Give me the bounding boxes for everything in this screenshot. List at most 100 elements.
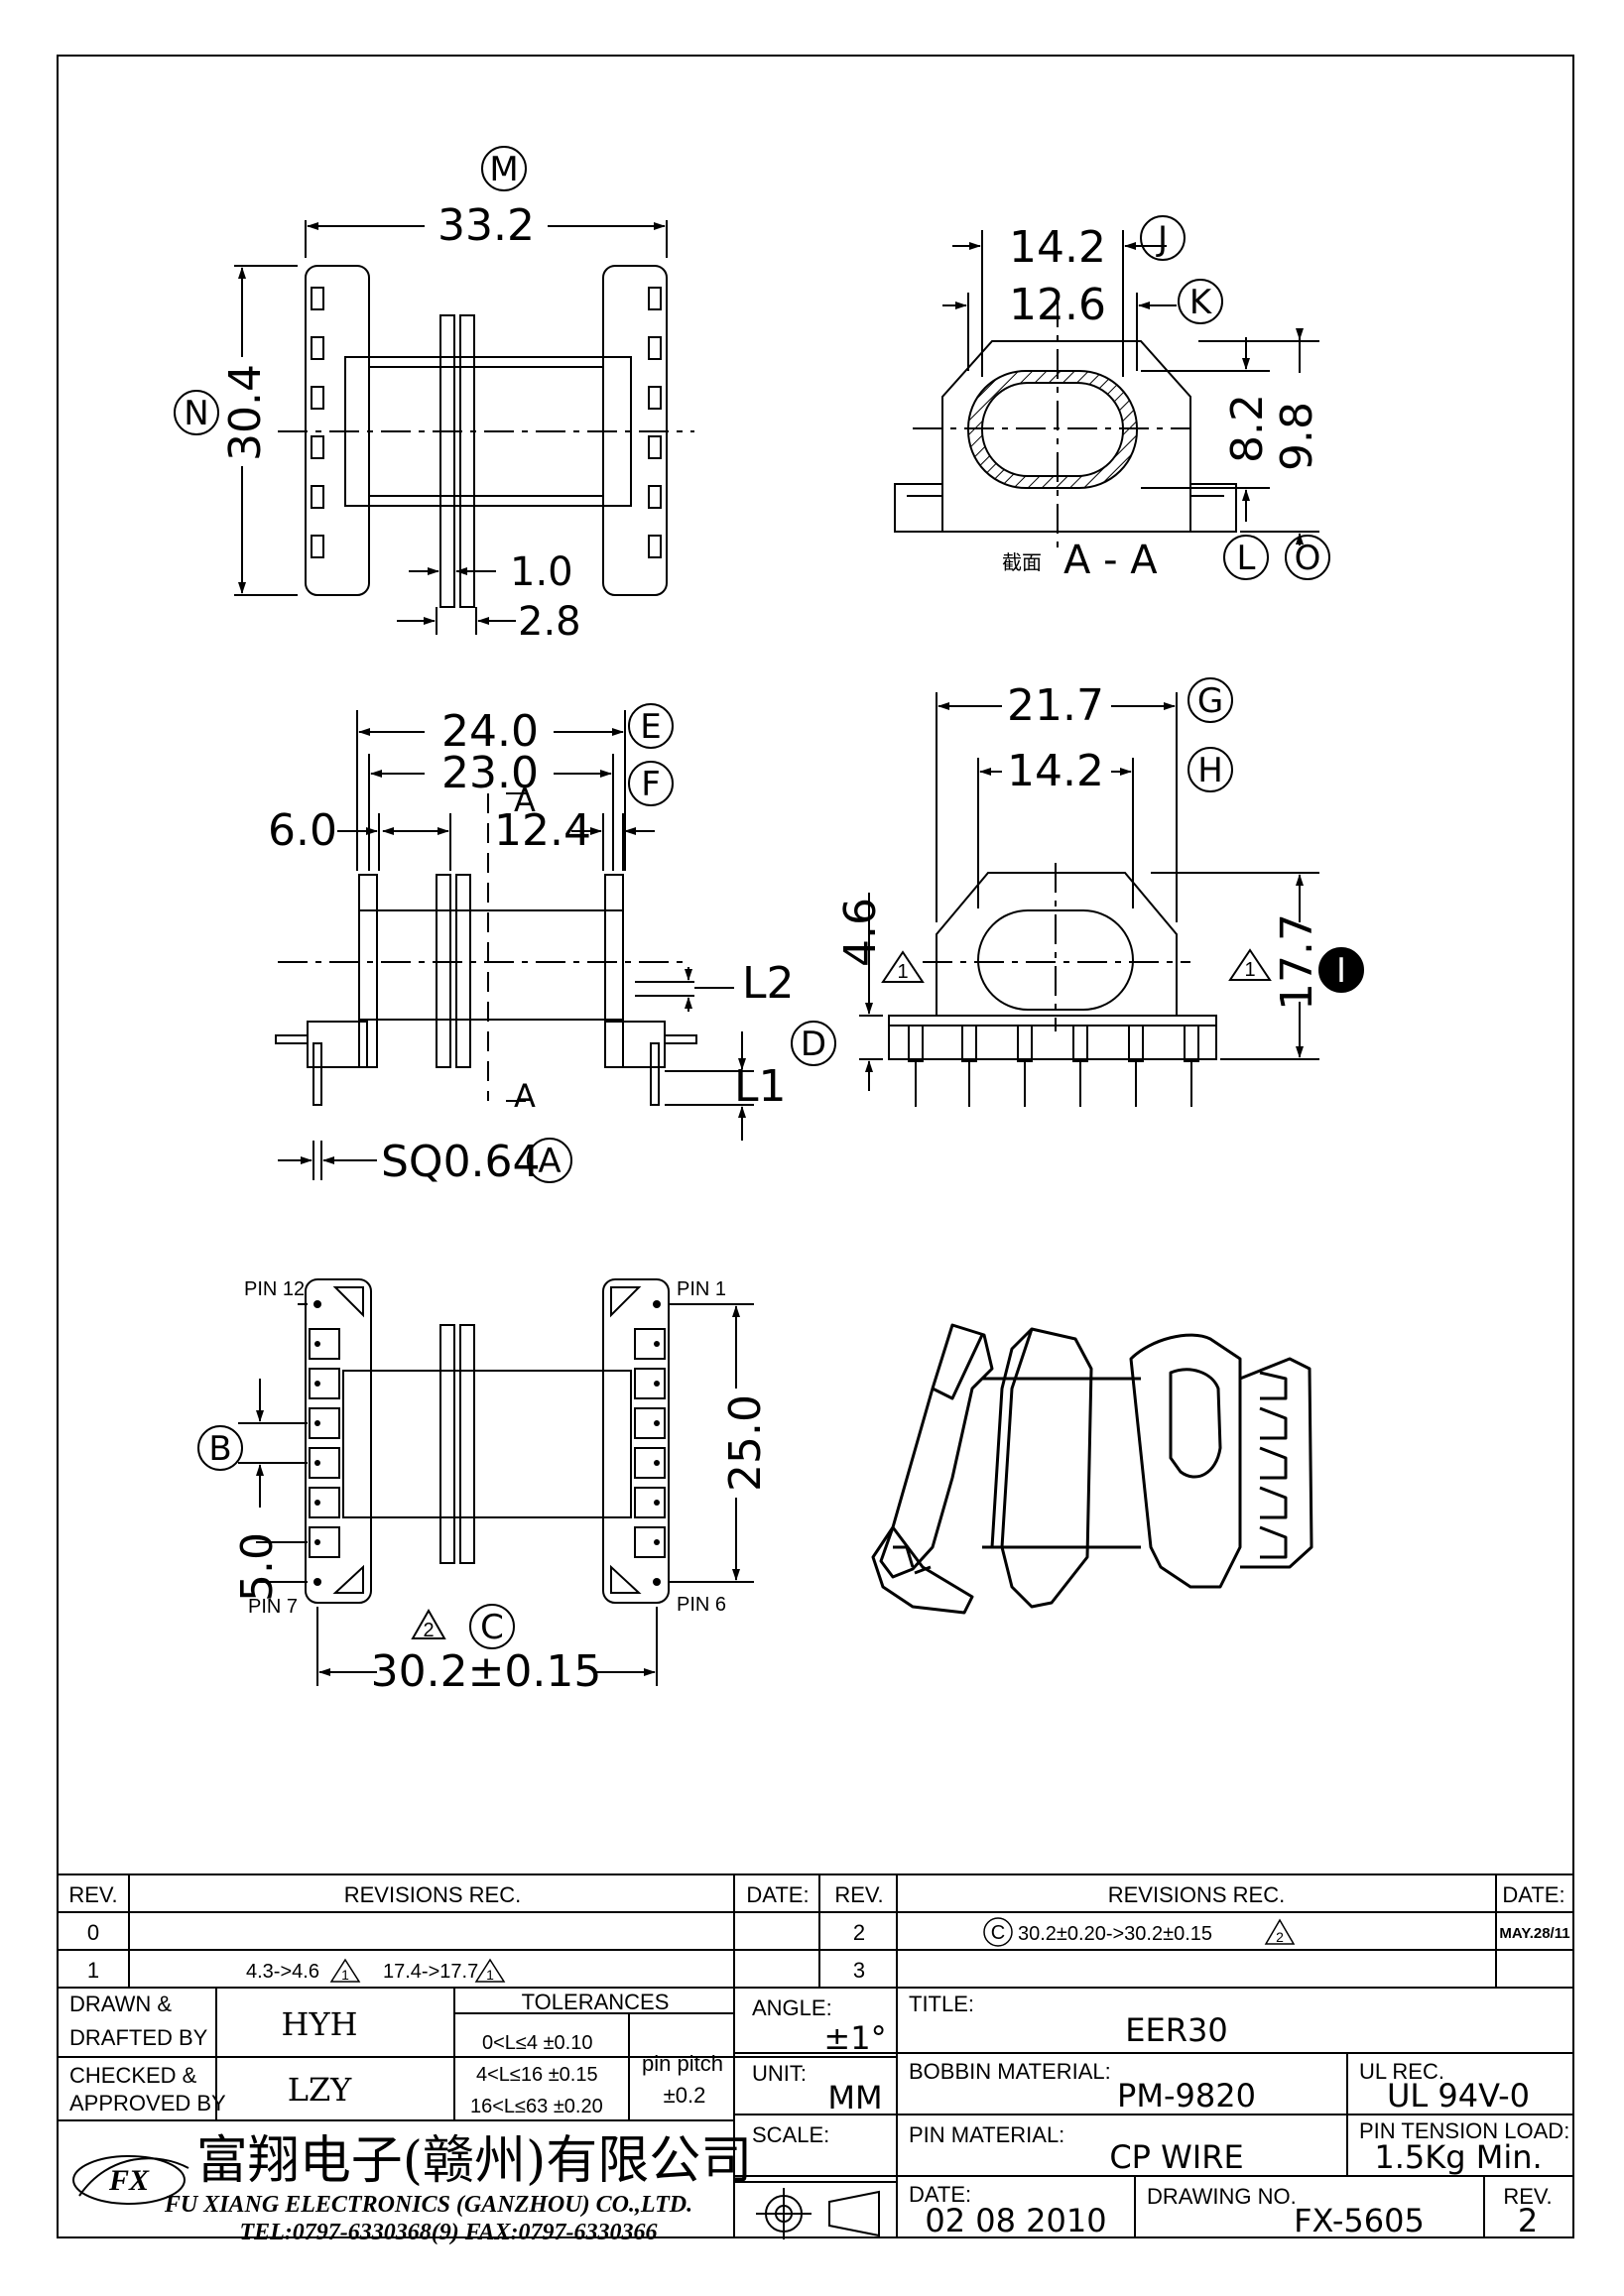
rec-header-right: REVISIONS REC. [1108, 1882, 1285, 1907]
drawing-no-value: FX-5605 [1294, 2202, 1425, 2239]
callout-o: O [1295, 539, 1321, 578]
checked-label: CHECKED & [69, 2063, 197, 2088]
tolerance-3: 16<L≤63 ±0.20 [470, 2096, 603, 2117]
drawing-no-label: DRAWING NO. [1147, 2184, 1297, 2209]
callout-c: C [480, 1608, 504, 1647]
ul-label: UL REC. [1359, 2059, 1444, 2084]
rec-header-left: REVISIONS REC. [344, 1882, 521, 1907]
section-dim-h-outer: 9.8 [1272, 402, 1322, 471]
callout-i: I [1336, 951, 1346, 991]
rev-row-1-mark-a: 1 [341, 1967, 349, 1983]
logo-text: FX [108, 2164, 150, 2197]
front-section-mark-bottom: A [514, 1077, 536, 1115]
tolerances-label: TOLERANCES [522, 1990, 670, 2014]
bottom-rev-mark: 2 [423, 1620, 434, 1641]
drafted-label: DRAFTED BY [69, 2025, 208, 2050]
side-dim-height: 17.7 [1272, 913, 1322, 1011]
top-dim-flange-thk: 1.0 [510, 549, 573, 595]
rev-row-1-rec-a: 4.3->4.6 [246, 1961, 319, 1983]
approved-label: APPROVED BY [69, 2091, 226, 2115]
bottom-dim-row: 30.2±0.15 [371, 1646, 602, 1697]
callout-e: E [640, 707, 661, 747]
section-view [894, 215, 1330, 580]
scale-label: SCALE: [752, 2122, 829, 2147]
side-view [791, 677, 1364, 1107]
rev-row-2-rec: 30.2±0.20->30.2±0.15 [1018, 1923, 1212, 1945]
callout-a: A [538, 1142, 561, 1181]
rev-value: 2 [1518, 2202, 1538, 2239]
company-logo [72, 2155, 189, 2205]
company-name-cn: 富翔电子(赣州)有限公司 [196, 2131, 753, 2191]
callout-f: F [641, 765, 661, 804]
bottom-view [197, 1278, 754, 1686]
top-dim-width: 33.2 [437, 200, 535, 251]
front-dim-body: 23.0 [441, 748, 539, 798]
tension-value: 1.5Kg Min. [1374, 2138, 1542, 2176]
company-contact: TEL:0797-6330368(9) FAX:0797-6330366 [239, 2220, 657, 2245]
bottom-dim-pitch: 5.0 [232, 1532, 283, 1602]
rev-label: REV. [1503, 2184, 1552, 2209]
side-dim-46: 4.6 [835, 898, 886, 967]
bottom-dim-span: 25.0 [720, 1394, 771, 1492]
date-header-right: DATE: [1502, 1882, 1564, 1907]
unit-label: UNIT: [752, 2061, 807, 2086]
tolerance-1: 0<L≤4 ±0.10 [482, 2032, 592, 2054]
front-dim-right: 12.4 [494, 805, 591, 856]
pin-12-label: PIN 12 [244, 1278, 305, 1300]
company-name-en: FU XIANG ELECTRONICS (GANZHOU) CO.,LTD. [164, 2192, 692, 2218]
pin-6-label: PIN 6 [677, 1594, 726, 1616]
angle-label: ANGLE: [752, 1995, 832, 2020]
date-label: DATE: [909, 2182, 971, 2207]
callout-k: K [1189, 283, 1213, 322]
rev-row-2-date: MAY.28/11 [1499, 1925, 1569, 1942]
rev-row-3: 3 [853, 1958, 865, 1983]
pin-7-label: PIN 7 [248, 1596, 298, 1618]
title-block-grid [58, 1873, 1573, 2237]
rev-header-right: REV. [834, 1882, 883, 1907]
rev-row-0: 0 [87, 1920, 99, 1945]
section-dim-h-inner: 8.2 [1222, 394, 1273, 463]
isometric-view [871, 1323, 1313, 1615]
date-value: 02 08 2010 [925, 2202, 1106, 2239]
callout-l: L [1237, 539, 1256, 578]
section-label: A - A [1063, 538, 1158, 583]
side-rev-mark-left: 1 [897, 961, 908, 983]
bobbin-label: BOBBIN MATERIAL: [909, 2059, 1111, 2084]
side-rev-mark-right: 1 [1244, 959, 1255, 981]
angle-value: ±1° [823, 2019, 886, 2057]
rev-row-2: 2 [853, 1920, 865, 1945]
front-dim-l1: L1 [734, 1061, 787, 1112]
bobbin-value: PM-9820 [1117, 2077, 1256, 2115]
side-dim-overall: 21.7 [1007, 680, 1104, 731]
pin-1-label: PIN 1 [677, 1278, 726, 1300]
callout-h: H [1197, 751, 1223, 790]
section-dim-outer: 14.2 [1009, 222, 1106, 273]
front-dim-left: 6.0 [268, 805, 337, 856]
title-value: EER30 [1125, 2011, 1227, 2049]
top-dim-flange-gap: 2.8 [518, 599, 581, 645]
tolerance-2: 4<L≤16 ±0.15 [476, 2064, 598, 2086]
callout-j: J [1156, 219, 1168, 259]
tension-label: PIN TENSION LOAD: [1359, 2118, 1569, 2143]
rev-row-1: 1 [87, 1958, 99, 1983]
callout-b: B [208, 1429, 231, 1469]
front-dim-overall: 24.0 [441, 706, 539, 757]
rev-row-2-circle: C [991, 1922, 1005, 1944]
pin-material-value: CP WIRE [1109, 2138, 1243, 2176]
title-label: TITLE: [909, 1992, 974, 2016]
front-dim-l2: L2 [742, 958, 795, 1009]
pin-pitch-label: pin pitch [642, 2051, 723, 2076]
projection-symbol [756, 2188, 880, 2239]
drawn-label: DRAWN & [69, 1992, 172, 2016]
section-dim-inner: 12.6 [1009, 280, 1106, 330]
front-section-mark-top: A [514, 782, 536, 819]
callout-g: G [1197, 681, 1223, 721]
section-label-cn: 截面 [1002, 551, 1042, 574]
side-dim-window: 14.2 [1007, 746, 1104, 796]
front-view [275, 703, 754, 1183]
front-dim-pin: SQ0.64 [381, 1137, 541, 1187]
top-view [174, 146, 694, 635]
callout-d: D [801, 1025, 826, 1064]
unit-value: MM [827, 2079, 882, 2116]
